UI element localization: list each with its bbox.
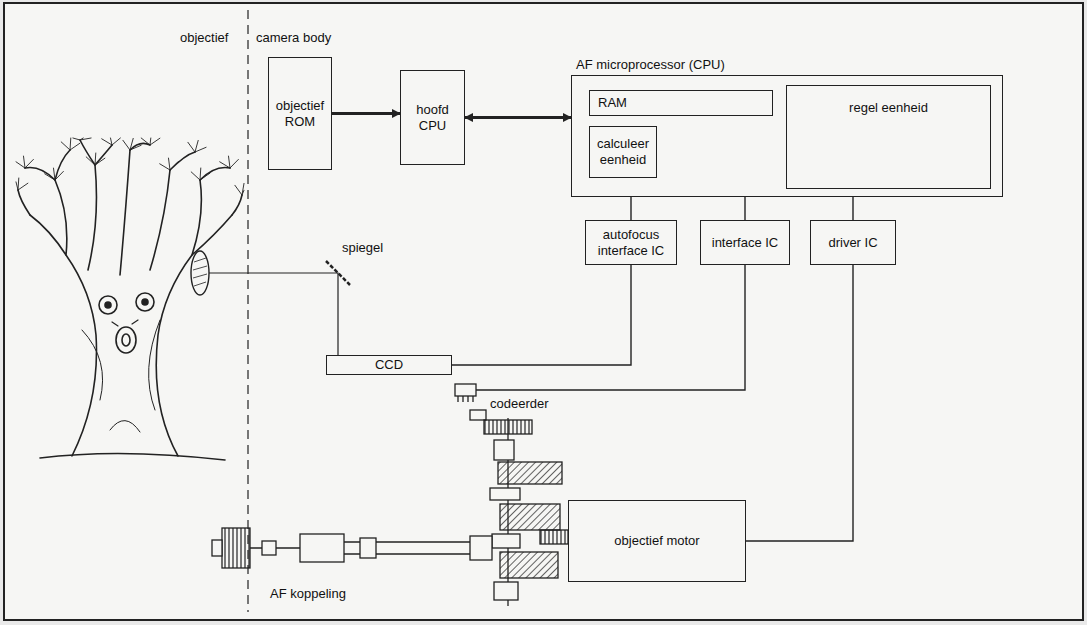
signal-line: [744, 197, 745, 220]
lens-hatch: [193, 258, 207, 286]
part-label: spiegel: [342, 240, 383, 256]
light-path: [209, 273, 338, 355]
inner-box: RAM: [589, 90, 773, 116]
signal-line: [630, 197, 631, 220]
box-heading: AF microprocessor (CPU): [576, 57, 725, 73]
data-arrow: [332, 112, 400, 115]
box-label: calculeer eenheid: [594, 136, 652, 167]
component-box: hoofd CPU: [400, 70, 465, 165]
inner-box: regel eenheid: [786, 85, 991, 189]
component-box: CCD: [326, 355, 452, 375]
box-label: autofocus interface IC: [590, 227, 672, 258]
box-label: objectief ROM: [273, 98, 327, 129]
divider-line: [247, 10, 248, 612]
box-label: driver IC: [828, 235, 877, 251]
box-label: objectief motor: [614, 533, 699, 549]
mirror: [326, 261, 350, 285]
part-label: AF koppeling: [270, 586, 346, 602]
encoder-wire: [476, 265, 745, 390]
signal-line: [852, 197, 853, 220]
data-arrow: [465, 116, 571, 119]
part-label: objectief: [180, 30, 228, 46]
af-coupling: [212, 528, 492, 568]
box-label: regel eenheid: [849, 100, 928, 116]
component-box: driver IC: [810, 220, 896, 265]
inner-box: calculeer eenheid: [589, 126, 657, 178]
signal-line: [746, 265, 853, 541]
part-label: camera body: [256, 30, 331, 46]
component-box: objectief ROM: [268, 57, 332, 170]
gear-train: [484, 418, 568, 606]
tree-drawing: [16, 138, 244, 460]
box-label: CCD: [375, 357, 403, 373]
component-box: autofocus interface IC: [585, 220, 677, 265]
lens: [191, 251, 209, 295]
part-label: codeerder: [490, 396, 549, 412]
box-label: interface IC: [712, 235, 778, 251]
component-box: objectief motor: [568, 500, 746, 582]
box-label: RAM: [598, 95, 627, 111]
component-box: interface IC: [700, 220, 790, 265]
component-box: AF microprocessor (CPU)RAMcalculeer eenh…: [571, 75, 1003, 197]
box-label: hoofd CPU: [405, 102, 460, 133]
encoder-symbol: [455, 384, 486, 420]
signal-line: [452, 265, 631, 365]
